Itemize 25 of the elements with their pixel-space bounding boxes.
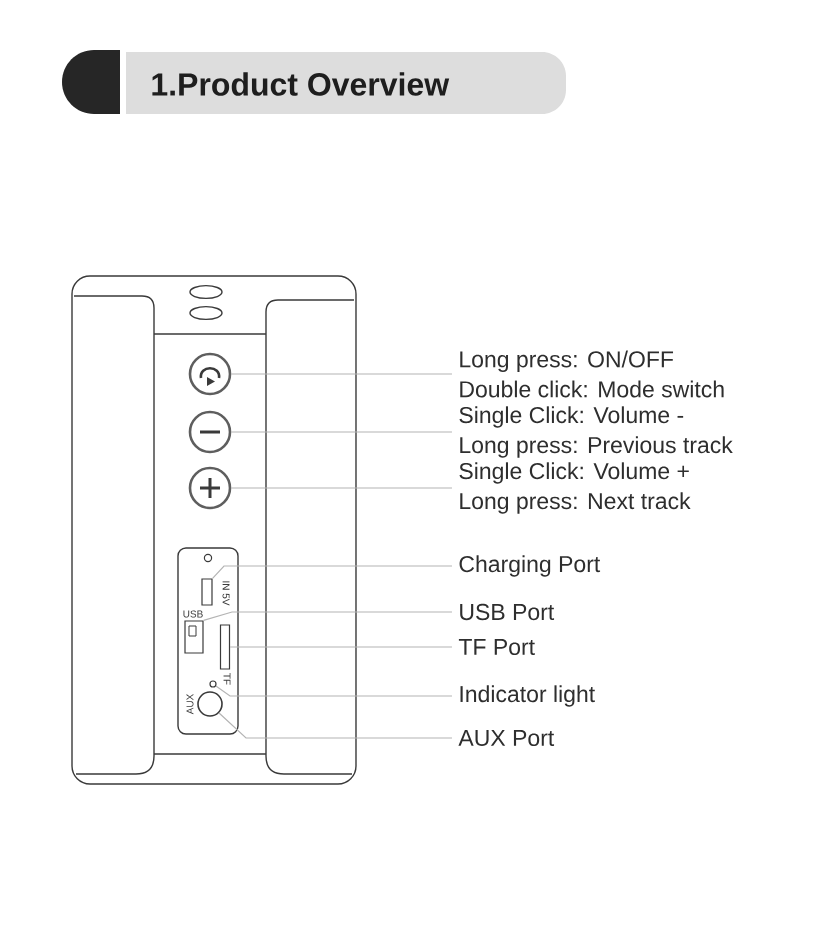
callout-text: Single Click: Volume + Long press: Next track bbox=[459, 462, 691, 514]
indicator-light bbox=[209, 680, 217, 688]
leader-line bbox=[212, 565, 453, 579]
usb-port bbox=[184, 620, 204, 654]
round-button bbox=[188, 410, 232, 454]
callout-text: TF Port bbox=[458, 639, 535, 655]
callout-text: AUX Port bbox=[458, 730, 555, 746]
callout-text: Long press: ON/OFF Double click: Mode switch bbox=[460, 350, 724, 398]
callout-text: USB Port bbox=[460, 603, 555, 621]
title-banner: 1.Product Overview bbox=[62, 50, 566, 114]
leader-line bbox=[215, 685, 453, 697]
callout-text: Charging Port bbox=[459, 555, 601, 577]
leader-line bbox=[218, 712, 453, 739]
leader-line bbox=[230, 487, 453, 489]
card-slot bbox=[219, 624, 231, 670]
leader-line bbox=[203, 611, 453, 621]
leader-line bbox=[230, 373, 453, 375]
leader-line bbox=[230, 431, 453, 433]
callout-text: Indicator light bbox=[460, 685, 595, 707]
round-button bbox=[188, 466, 232, 510]
micro-usb-port bbox=[201, 578, 213, 606]
audio-jack bbox=[197, 691, 223, 717]
callout-text: Single Click: Volume - Long press: Previous track bbox=[459, 406, 733, 458]
leader-line bbox=[229, 646, 453, 648]
round-button bbox=[188, 352, 232, 396]
